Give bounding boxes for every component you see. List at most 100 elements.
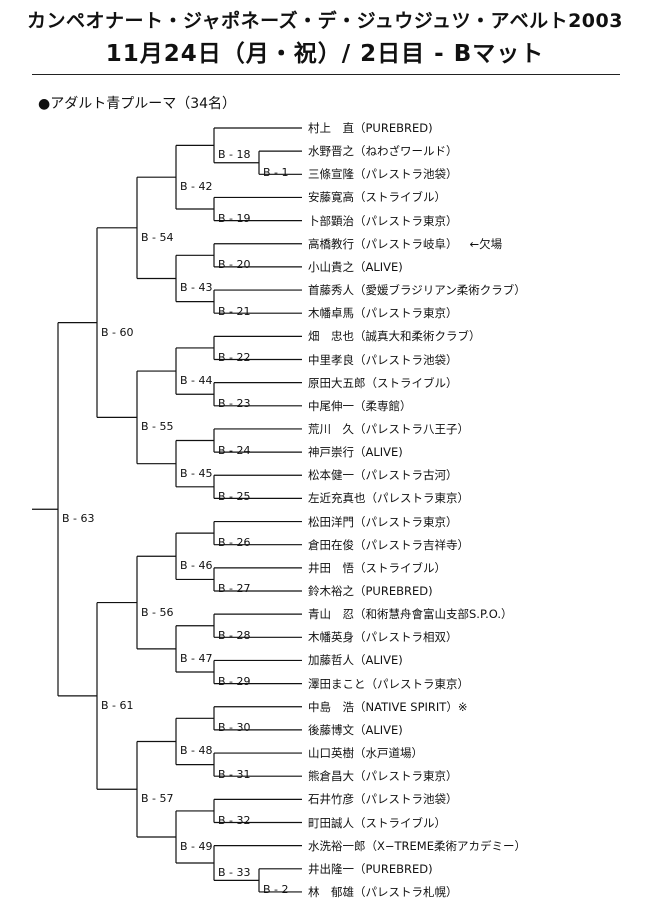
player-team: （和術慧舟會富山支部S.P.O.） [354,607,513,622]
player-row: 倉田在俊（パレストラ吉祥寺） [308,538,469,552]
player-team: （X−TREME柔術アカデミー） [365,838,526,853]
player-name: 加藤哲人 [308,653,354,668]
player-row: 三條宣隆（パレストラ池袋） [308,167,458,181]
player-team: （ねわざワールド） [354,144,458,159]
player-row: 小山貴之（ALIVE) [308,260,403,274]
player-name: 首藤秀人 [308,283,354,298]
match-label: B - 48 [180,744,213,758]
match-label: B - 25 [218,489,251,503]
player-name: 中島 浩 [308,699,354,714]
player-name: 倉田在俊 [308,537,354,552]
match-label: B - 27 [218,582,251,596]
player-row: 山口英樹（水戸道場） [308,746,423,760]
match-label: B - 44 [180,374,213,388]
player-team: （パレストラ東京） [354,514,458,529]
player-team: （柔専館） [354,398,412,413]
player-row: 澤田まこと（パレストラ東京） [308,677,469,691]
player-name: 神戸崇行 [308,445,354,460]
player-name: 高橋教行 [308,236,354,251]
match-label: B - 60 [101,325,134,339]
player-row: 井出隆一（PUREBRED) [308,862,433,876]
player-row: 石井竹彦（パレストラ池袋） [308,792,458,806]
player-row: 水野晋之（ねわざワールド） [308,144,458,158]
player-name: 木幡卓馬 [308,306,354,321]
match-label: B - 46 [180,559,213,573]
player-name: 井田 悟 [308,560,354,575]
header-rule [32,74,620,75]
player-name: 卜部顕治 [308,213,354,228]
title-line-1: カンペオナート・ジャポネーズ・デ・ジュウジュツ・アベルト2003 [27,10,623,32]
player-team: （ストライブル） [365,375,458,390]
match-label: B - 20 [218,258,251,272]
player-team: （パレストラ岐阜） [354,236,458,251]
player-name: 水洗裕一郎 [308,838,366,853]
player-team: （誠真大和柔術クラブ） [354,329,481,344]
player-name: 左近充真也 [308,491,366,506]
player-name: 畑 忠也 [308,329,354,344]
player-team: （パレストラ古河） [354,468,458,483]
player-name: 松田洋門 [308,514,354,529]
match-label: B - 54 [141,230,174,244]
match-label: B - 32 [218,813,251,827]
match-label: B - 21 [218,304,251,318]
player-name: 熊倉昌大 [308,769,354,784]
player-name: 荒川 久 [308,421,354,436]
match-label: B - 26 [218,536,251,550]
player-name: 松本健一 [308,468,354,483]
player-name: 石井竹彦 [308,792,354,807]
player-row: 荒川 久（パレストラ八王子） [308,422,469,436]
player-row: 原田大五郎（ストライブル） [308,376,458,390]
player-name: 三條宣隆 [308,167,354,182]
match-label: B - 22 [218,350,251,364]
match-label: B - 1 [263,165,289,179]
player-row: 中里孝良（パレストラ池袋） [308,353,458,367]
player-row: 中尾伸一（柔専館） [308,399,412,413]
player-name: 町田誠人 [308,815,354,830]
match-label: B - 47 [180,651,213,665]
player-team: （パレストラ池袋） [354,167,458,182]
match-label: B - 31 [218,767,251,781]
player-name: 中里孝良 [308,352,354,367]
match-label: B - 42 [180,180,213,194]
player-row: 木幡卓馬（パレストラ東京） [308,306,458,320]
player-team: （PUREBRED) [354,121,433,135]
player-team: （水戸道場） [354,746,423,761]
player-row: 左近充真也（パレストラ東京） [308,491,469,505]
match-label: B - 29 [218,675,251,689]
player-team: （パレストラ八王子） [354,421,469,436]
player-row: 青山 忍（和術慧舟會富山支部S.P.O.） [308,607,513,621]
player-row: 水洗裕一郎（X−TREME柔術アカデミー） [308,839,526,853]
player-row: 神戸崇行（ALIVE) [308,445,403,459]
player-row: 中島 浩（NATIVE SPIRIT）※ [308,700,467,714]
match-label: B - 49 [180,839,213,853]
player-row: 熊倉昌大（パレストラ東京） [308,769,458,783]
player-team: （パレストラ東京） [365,676,470,691]
player-name: 鈴木裕之 [308,584,354,598]
player-row: 鈴木裕之（PUREBRED) [308,584,433,598]
player-team: （ストライブル） [354,190,446,205]
player-row: 松本健一（パレストラ古河） [308,468,458,482]
match-label: B - 43 [180,281,213,295]
player-team: （愛媛ブラジリアン柔術クラブ） [354,283,526,298]
match-label: B - 24 [218,443,251,457]
player-team: （パレストラ相双） [354,630,458,645]
player-row: 村上 直（PUREBRED) [308,121,433,135]
player-name: 山口英樹 [308,746,354,761]
player-team: （パレストラ東京） [365,491,470,506]
player-name: 木幡英身 [308,630,354,645]
player-team: （PUREBRED) [354,584,433,598]
player-team: （PUREBRED) [354,861,433,876]
player-note: ←欠場 [469,236,503,251]
player-name: 水野晋之 [308,144,354,159]
match-label: B - 19 [218,212,251,226]
match-label: B - 63 [62,512,95,526]
player-row: 高橋教行（パレストラ岐阜） ←欠場 [308,237,502,251]
match-label: B - 28 [218,628,251,642]
match-label: B - 57 [141,792,174,806]
player-team: （パレストラ東京） [354,306,458,321]
player-team: （パレストラ吉祥寺） [354,537,469,552]
player-team: （ALIVE) [354,445,403,460]
player-row: 林 郁雄（パレストラ札幌） [308,885,458,899]
player-team: （ALIVE) [354,259,403,274]
player-name: 林 郁雄 [308,884,354,899]
